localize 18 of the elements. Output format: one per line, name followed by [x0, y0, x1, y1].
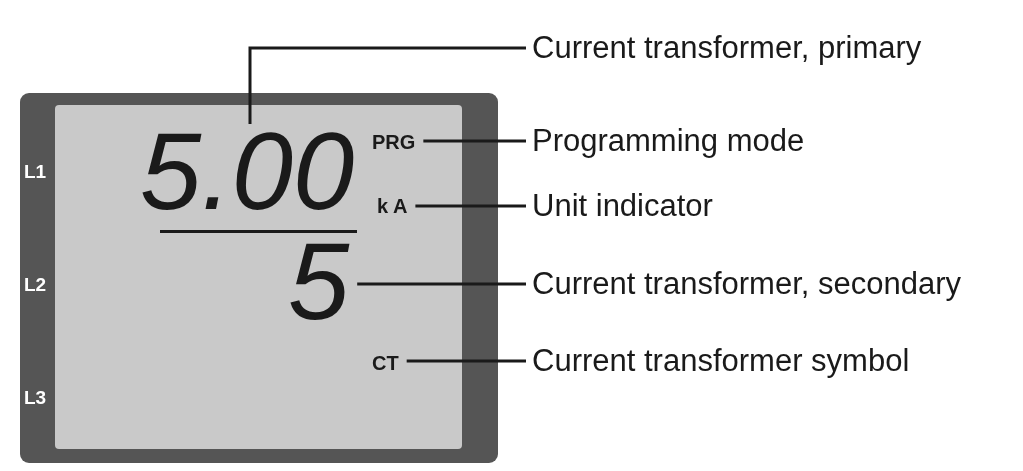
leader-line: [406, 359, 526, 363]
callout-label: Unit indicator: [532, 189, 713, 224]
phase-label: L1: [24, 162, 47, 181]
segment-digits: 5.00: [140, 124, 355, 214]
leader-line: [423, 139, 526, 143]
indicator-text: CT: [372, 353, 399, 373]
phase-label: L2: [24, 275, 47, 294]
leader-line: [415, 204, 526, 208]
indicator-text: k A: [377, 196, 408, 216]
leader-line: [248, 46, 526, 124]
indicator-text: PRG: [372, 132, 416, 152]
segment-digit: 5: [288, 234, 350, 324]
callout-label: Current transformer symbol: [532, 344, 910, 379]
callout-label: Current transformer, secondary: [532, 267, 961, 302]
leader-line: [357, 282, 526, 286]
phase-label: L3: [24, 388, 47, 407]
callout-label: Programming mode: [532, 124, 805, 159]
callout-label: Current transformer, primary: [532, 31, 922, 66]
